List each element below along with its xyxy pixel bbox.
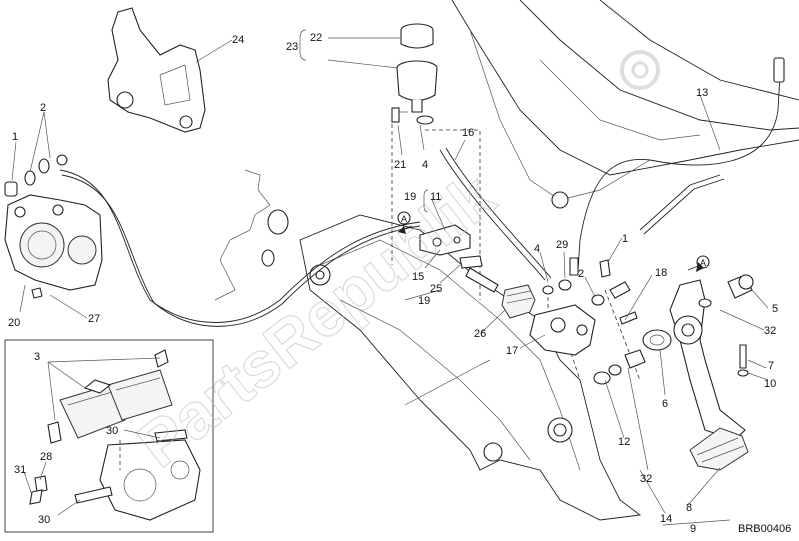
callout-25: 25 xyxy=(430,283,442,295)
callout-27: 27 xyxy=(88,313,100,325)
group-brace-23 xyxy=(299,29,307,61)
fluid-reservoir xyxy=(391,23,438,125)
callout-12: 12 xyxy=(618,436,630,448)
hose-clip xyxy=(214,169,289,301)
brake-pad-inset xyxy=(4,339,214,533)
callout-23: 23 xyxy=(286,41,298,53)
leader-lines xyxy=(11,37,769,526)
callout-30-lower: 30 xyxy=(38,514,50,526)
callout-1: 1 xyxy=(12,131,18,143)
callout-13: 13 xyxy=(696,87,708,99)
callout-31: 31 xyxy=(14,464,26,476)
callout-5: 5 xyxy=(772,303,778,315)
reference-marker-a-left xyxy=(397,211,413,234)
callout-6: 6 xyxy=(662,398,668,410)
callout-4-upper: 4 xyxy=(422,159,428,171)
callout-32-upper: 32 xyxy=(764,325,776,337)
caliper-bracket xyxy=(107,7,206,133)
brake-pedal xyxy=(669,274,754,471)
callout-4-lower: 4 xyxy=(534,243,540,255)
brake-hose-outer xyxy=(61,174,421,327)
pedal-bushings xyxy=(593,329,672,385)
callout-26: 26 xyxy=(474,328,486,340)
callout-18: 18 xyxy=(655,267,667,279)
callout-2-lower: 2 xyxy=(578,268,584,280)
callout-3: 3 xyxy=(34,351,40,363)
brake-hose xyxy=(59,169,421,323)
master-cylinder xyxy=(419,224,638,356)
callout-a-left: A xyxy=(401,214,407,224)
callout-14: 14 xyxy=(660,513,672,525)
diagram-code: BRB00406 xyxy=(738,523,791,535)
group-brace-19 xyxy=(423,189,429,213)
reservoir-hose xyxy=(439,149,546,281)
callout-15: 15 xyxy=(412,271,424,283)
reservoir-hose-outer xyxy=(445,147,552,279)
frame-outline xyxy=(451,0,799,201)
callout-24: 24 xyxy=(232,34,244,46)
callout-17: 17 xyxy=(506,345,518,357)
callout-a-right: A xyxy=(700,258,706,268)
callout-19-upper: 19 xyxy=(404,191,416,203)
brake-switch-cable xyxy=(551,57,785,271)
reference-marker-a-right xyxy=(687,255,710,272)
callout-8: 8 xyxy=(686,502,692,514)
callout-1-lower: 1 xyxy=(622,233,628,245)
rear-brake-caliper xyxy=(4,194,103,291)
callout-30-upper: 30 xyxy=(106,425,118,437)
bleed-screw-parts xyxy=(4,154,68,299)
callout-28: 28 xyxy=(40,451,52,463)
callout-22: 22 xyxy=(310,32,322,44)
callout-11: 11 xyxy=(430,191,441,203)
callout-7: 7 xyxy=(768,360,774,372)
callout-2: 2 xyxy=(40,102,46,114)
callout-29: 29 xyxy=(556,239,568,251)
watermark-gear-icon xyxy=(620,50,660,90)
callout-16: 16 xyxy=(462,127,474,139)
callout-21: 21 xyxy=(394,159,406,171)
callout-9: 9 xyxy=(690,523,696,535)
callout-labels: 1 2 20 27 24 22 23 21 4 16 13 19 11 A 15… xyxy=(8,32,778,535)
footrest-bracket xyxy=(299,214,642,521)
callout-19-lower: 19 xyxy=(418,295,430,307)
callout-20: 20 xyxy=(8,317,20,329)
callout-10: 10 xyxy=(764,378,776,390)
callout-32-lower: 32 xyxy=(640,473,652,485)
